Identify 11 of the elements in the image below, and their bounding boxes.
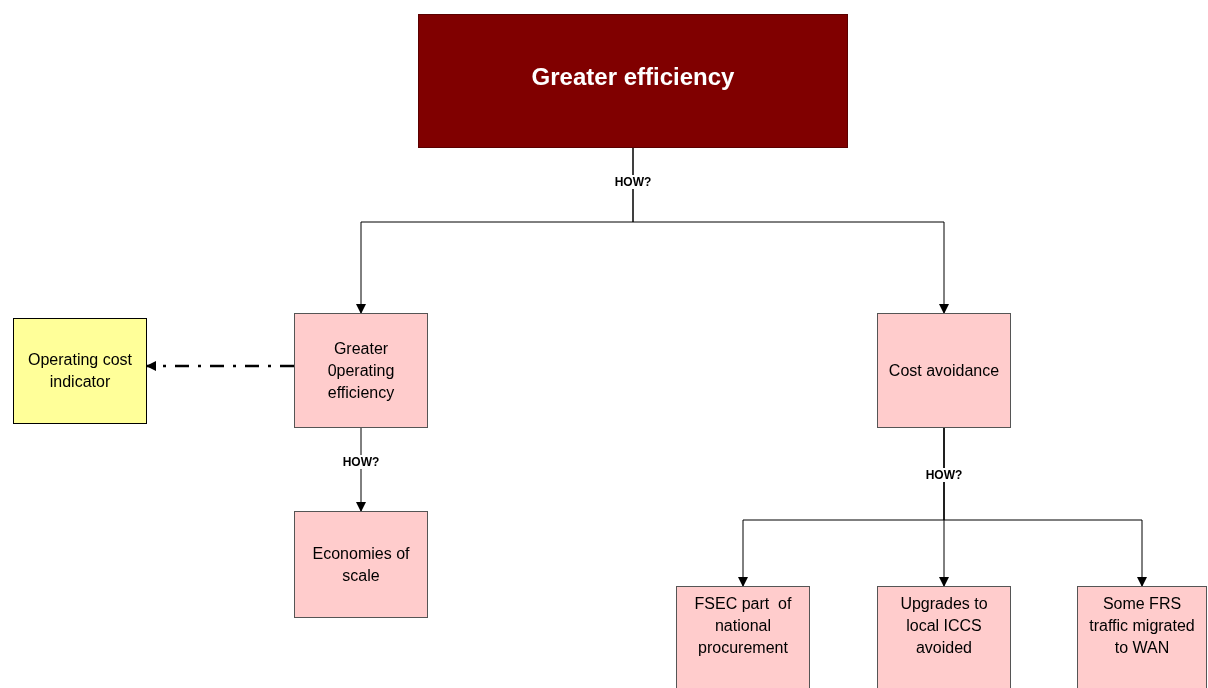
process-box: FSEC part of national procurement — [676, 586, 810, 688]
arrow — [632, 147, 949, 314]
arrow — [146, 361, 294, 371]
indicator-box: Operating cost indicator — [13, 318, 147, 424]
goal-box: Greater efficiency — [418, 14, 848, 148]
arrow — [943, 427, 1147, 587]
process-box: Greater 0perating efficiency — [294, 313, 428, 428]
process-box: Some FRS traffic migrated to WAN — [1077, 586, 1207, 688]
process-box: Economies of scale — [294, 511, 428, 618]
process-box: Upgrades to local ICCS avoided — [877, 586, 1011, 688]
process-box: Cost avoidance — [877, 313, 1011, 428]
